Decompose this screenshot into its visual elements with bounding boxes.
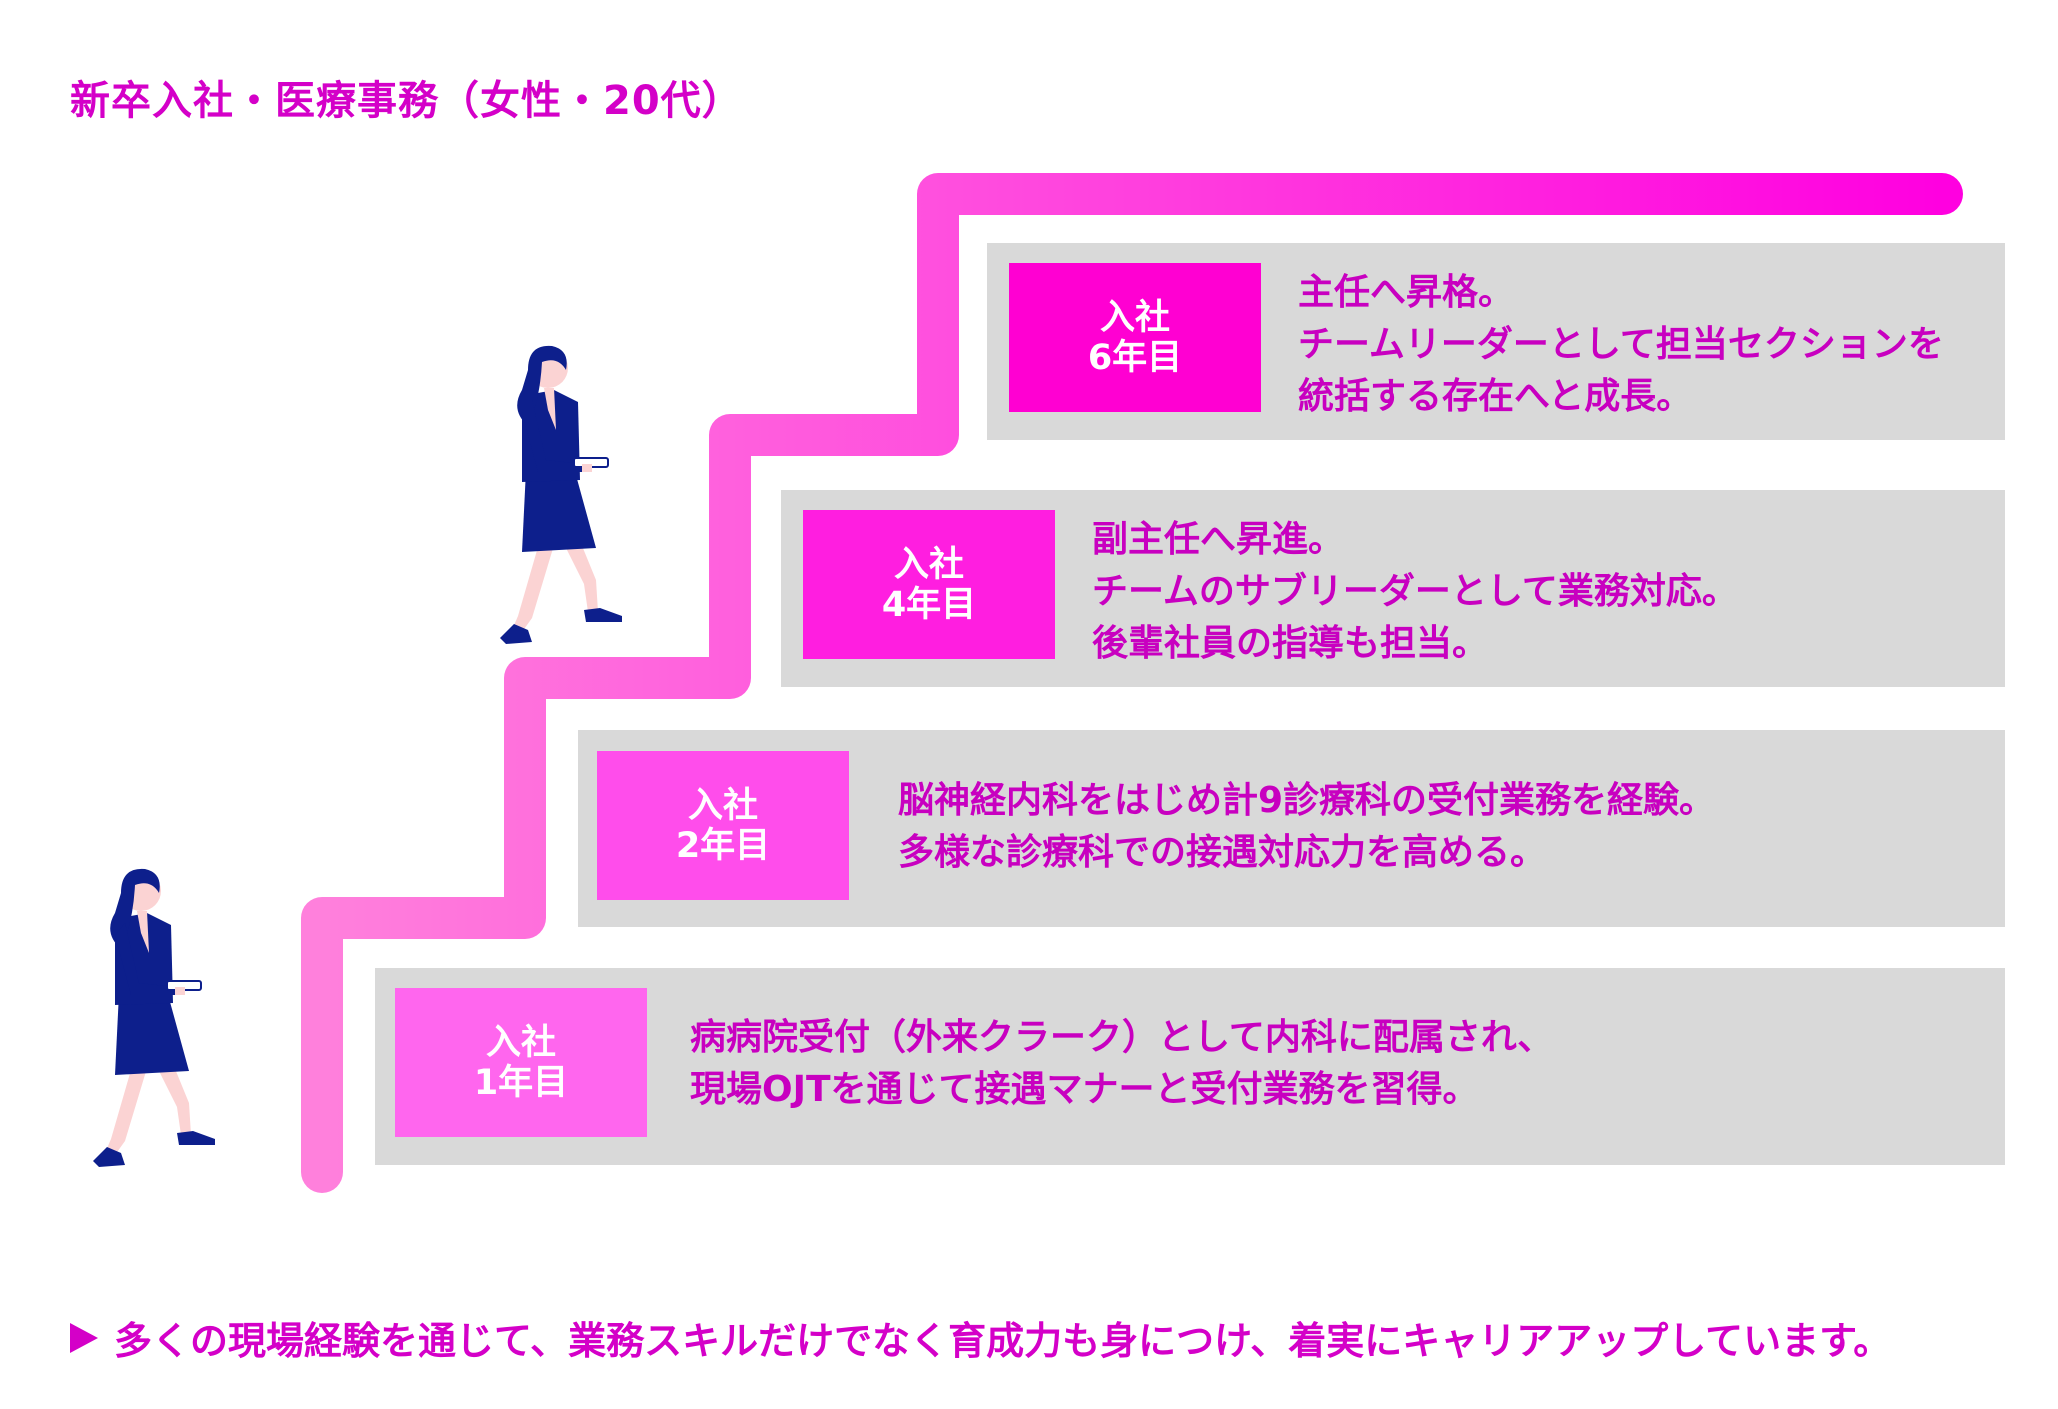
footer-summary: 多くの現場経験を通じて、業務スキルだけでなく育成力も身につけ、着実にキャリアアッ… bbox=[70, 1310, 1891, 1365]
footer-text: 多くの現場経験を通じて、業務スキルだけでなく育成力も身につけ、着実にキャリアアッ… bbox=[114, 1319, 1892, 1363]
step-2-badge-line2: 2年目 bbox=[675, 825, 771, 866]
step-3-badge: 入社 4年目 bbox=[803, 510, 1055, 659]
businesswoman-walking-icon-upper bbox=[500, 345, 622, 644]
step-1-line-2: 現場OJTを通じて接遇マナーと受付業務を習得。 bbox=[690, 1069, 1479, 1110]
step-4-badge-line1: 入社 bbox=[1099, 297, 1170, 338]
triangle-bullet-icon bbox=[70, 1322, 98, 1353]
step-4-badge: 入社 6年目 bbox=[1009, 263, 1261, 412]
step-2-description: 脳神経内科をはじめ計9診療科の受付業務を経験。 多様な診療科での接遇対応力を高め… bbox=[898, 775, 1715, 879]
step-3-badge-line2: 4年目 bbox=[881, 584, 977, 625]
step-1-description: 病病院受付（外来クラーク）として内科に配属され、 現場OJTを通じて接遇マナーと… bbox=[690, 1012, 1553, 1116]
step-1-badge-line1: 入社 bbox=[485, 1022, 556, 1063]
businesswoman-walking-icon-lower bbox=[93, 868, 215, 1167]
step-2-line-1: 脳神経内科をはじめ計9診療科の受付業務を経験。 bbox=[898, 780, 1716, 821]
page-title: 新卒入社・医療事務（女性・20代） bbox=[70, 78, 743, 124]
step-1-line-1: 病病院受付（外来クラーク）として内科に配属され、 bbox=[690, 1017, 1554, 1058]
step-1-badge-line2: 1年目 bbox=[473, 1062, 569, 1103]
step-2-badge: 入社 2年目 bbox=[597, 751, 849, 900]
step-3-description: 副主任へ昇進。 チームのサブリーダーとして業務対応。 後輩社員の指導も担当。 bbox=[1092, 514, 1738, 670]
step-2-badge-line1: 入社 bbox=[687, 785, 758, 826]
step-1-badge: 入社 1年目 bbox=[395, 988, 647, 1137]
step-3-line-1: 副主任へ昇進。 bbox=[1092, 519, 1345, 560]
step-3-badge-line1: 入社 bbox=[893, 544, 964, 585]
step-4-description: 主任へ昇格。 チームリーダーとして担当セクションを 統括する存在へと成長。 bbox=[1298, 267, 1944, 423]
step-3-line-2: チームのサブリーダーとして業務対応。 bbox=[1092, 571, 1738, 612]
step-2-line-2: 多様な診療科での接遇対応力を高める。 bbox=[898, 832, 1547, 873]
step-4-line-2: チームリーダーとして担当セクションを bbox=[1298, 324, 1944, 365]
step-4-badge-line2: 6年目 bbox=[1087, 337, 1183, 378]
step-4-line-1: 主任へ昇格。 bbox=[1298, 272, 1515, 313]
step-4-line-3: 統括する存在へと成長。 bbox=[1298, 376, 1693, 417]
step-3-line-3: 後輩社員の指導も担当。 bbox=[1092, 623, 1489, 664]
